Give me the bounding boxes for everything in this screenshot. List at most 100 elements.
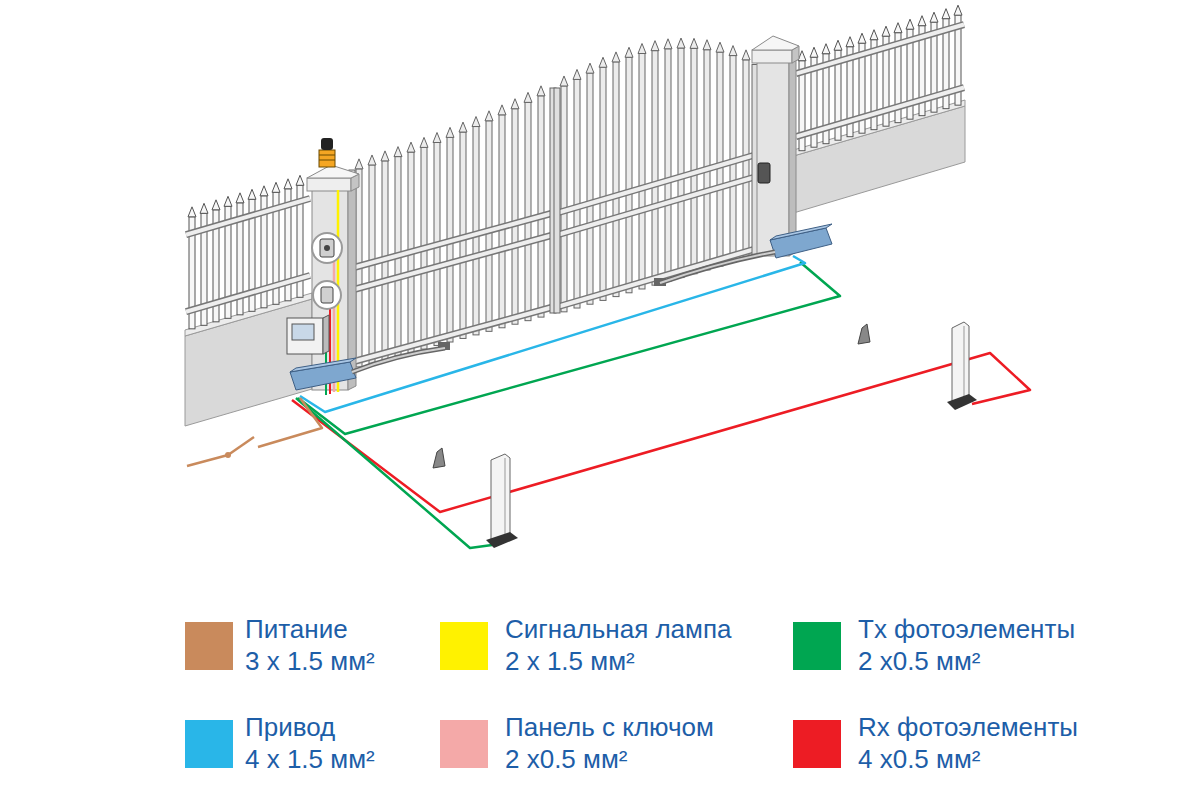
rail [557, 249, 755, 307]
picket [600, 67, 606, 300]
picket-tip [212, 200, 220, 210]
rail [186, 276, 310, 312]
fence [186, 5, 964, 329]
legend-swatch [185, 622, 233, 670]
legend-label: Сигнальная лампа 2 x 1.5 мм² [505, 613, 731, 677]
rail [186, 199, 310, 235]
legend-item: Панель с ключом 2 x0.5 мм² [440, 720, 714, 775]
picket [691, 48, 697, 273]
rail [352, 213, 553, 268]
rail [352, 307, 553, 362]
picket-tip [942, 9, 950, 19]
picket-tip [284, 179, 292, 189]
picket-tip [894, 23, 902, 33]
legend-label: Панель с ключом 2 x0.5 мм² [505, 711, 714, 775]
legend-swatch [793, 622, 841, 670]
picket-tip [651, 41, 659, 51]
picket-tip [822, 44, 830, 54]
picket-tip [498, 105, 506, 115]
picket-tip [954, 5, 962, 15]
photocells [433, 322, 977, 548]
picket-tip [446, 127, 454, 137]
picket-tip [524, 92, 532, 102]
picket [561, 86, 567, 312]
picket [626, 57, 632, 293]
picket-tip [511, 99, 519, 109]
picket-tip [485, 111, 493, 121]
legend-item: Питание 3 x 1.5 мм² [185, 622, 375, 677]
rail [557, 155, 755, 213]
rail [796, 25, 964, 74]
picket [499, 115, 505, 328]
picket-tip [729, 46, 737, 56]
picket [587, 73, 593, 304]
picket-tip [677, 38, 685, 48]
picket-tip [664, 39, 672, 49]
legend-label: Tx фотоэлементы 2 x0.5 мм² [858, 613, 1075, 677]
picket-tip [560, 76, 568, 86]
picket [665, 49, 671, 282]
picket [678, 48, 684, 278]
rail [186, 276, 310, 312]
picket [512, 109, 518, 324]
picket-tip [625, 47, 633, 57]
picket-tip [472, 117, 480, 127]
rail [796, 25, 964, 74]
picket-tip [188, 207, 196, 217]
picket [486, 121, 492, 332]
picket-tip [394, 147, 402, 157]
picket-tip [296, 175, 304, 185]
picket-tip [690, 38, 698, 48]
picket-tip [459, 122, 467, 132]
picket [538, 96, 544, 317]
legend-swatch [440, 622, 488, 670]
picket [613, 62, 619, 297]
picket-tip [906, 19, 914, 29]
legend-label: Привод 4 x 1.5 мм² [245, 711, 375, 775]
legend-swatch [440, 720, 488, 768]
picket-tip [599, 57, 607, 67]
picket-tip [420, 137, 428, 147]
rail [186, 199, 310, 235]
legend-item: Rx фотоэлементы 4 x0.5 мм² [793, 720, 1078, 775]
picket-tip [236, 193, 244, 203]
picket-tip [870, 30, 878, 40]
picket-tip [858, 33, 866, 43]
picket [704, 50, 710, 270]
left-pillar [287, 138, 445, 395]
picket-tip [716, 42, 724, 52]
rail [557, 249, 755, 307]
rail [796, 88, 964, 137]
picket-tip [612, 52, 620, 62]
legend-item: Привод 4 x 1.5 мм² [185, 720, 375, 775]
right-pillar [660, 36, 832, 283]
picket [652, 51, 658, 286]
legend-item: Сигнальная лампа 2 x 1.5 мм² [440, 622, 731, 677]
picket-tip [272, 182, 280, 192]
picket-tip [703, 40, 711, 50]
picket-tip [638, 43, 646, 53]
wires [187, 256, 1030, 548]
picket-tip [742, 50, 750, 60]
legend-label: Rx фотоэлементы 4 x0.5 мм² [858, 711, 1078, 775]
picket [574, 79, 580, 308]
picket-tip [433, 132, 441, 142]
picket [639, 53, 645, 288]
rail [557, 155, 755, 213]
picket-tip [930, 12, 938, 22]
picket-tip [224, 196, 232, 206]
picket-tip [537, 86, 545, 96]
gate-leaves [349, 38, 758, 368]
rail [796, 88, 964, 137]
picket-tip [834, 40, 842, 50]
rail [352, 213, 553, 268]
rail [352, 307, 553, 362]
picket-tip [407, 142, 415, 152]
picket-tip [810, 47, 818, 57]
picket-tip [260, 186, 268, 196]
picket-tip [882, 26, 890, 36]
picket-tip [381, 151, 389, 161]
picket-tip [586, 63, 594, 73]
picket-tip [200, 203, 208, 213]
